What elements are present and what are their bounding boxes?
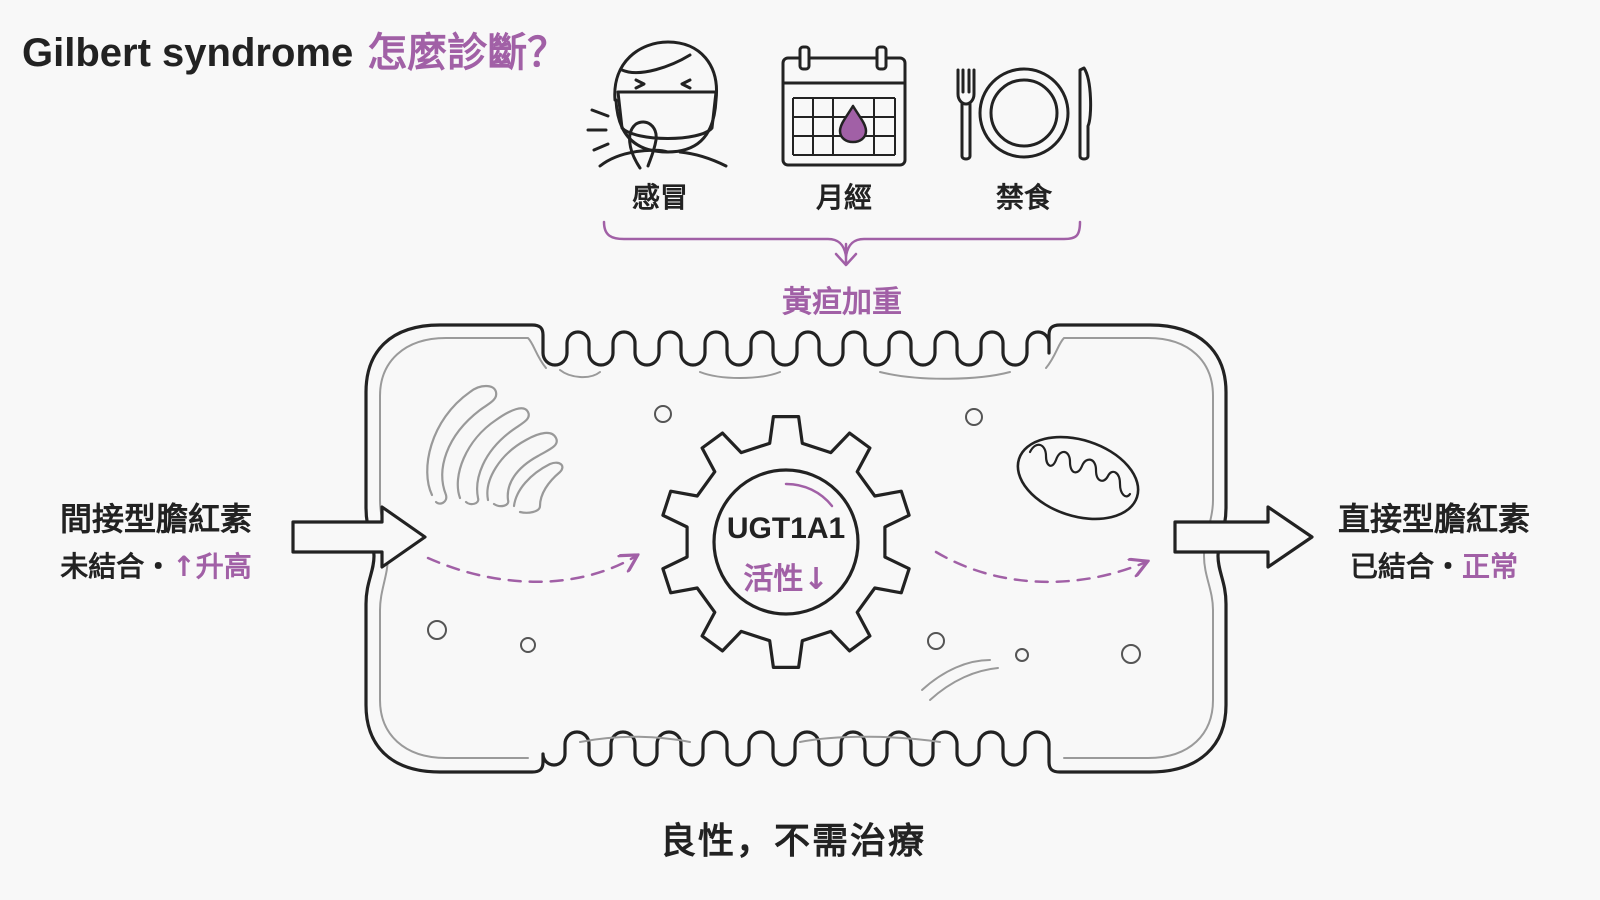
output-bilirubin-state: 已結合・ [1349,550,1462,583]
output-arrow-icon [1173,505,1314,569]
title-zh: 怎麼診斷？ [367,31,568,75]
ugt1a1-gear-icon [661,415,911,669]
conclusion-text: 良性，不需治療 [659,821,927,862]
input-bilirubin-status: 未結合・↑升高 [60,545,251,585]
input-bilirubin-name: 間接型膽紅素 [59,500,253,538]
input-bilirubin-trend: ↑升高 [172,550,252,583]
membrane-fragment [921,659,999,701]
input-arrow-icon [291,505,427,569]
vesicles [427,405,1141,664]
output-bilirubin-status: 已結合・正常 [1350,545,1518,585]
title-en: Gilbert syndrome [22,31,354,75]
trigger-label-menstruation: 月經 [815,181,873,214]
output-bilirubin-name: 直接型膽紅素 [1337,500,1531,538]
input-bilirubin-state: 未結合・ [60,550,173,583]
bilirubin-flow-arrows [426,550,1146,584]
trigger-result: 黃疸加重 [782,285,902,320]
enzyme-activity: 活性↓ [743,562,829,597]
triggers-bracket [602,220,1082,267]
calendar-drop-icon [781,45,907,167]
endoplasmic-reticulum-icon [426,384,564,514]
output-bilirubin-trend: 正常 [1462,550,1519,583]
mitochondrion-icon [1016,435,1140,521]
sick-person-mask-icon [586,40,728,170]
plate-fork-knife-icon [956,66,1093,161]
page-title: Gilbert syndrome 怎麼診斷？ [22,20,567,78]
enzyme-name: UGT1A1 [726,512,846,545]
trigger-label-cold: 感冒 [631,181,689,214]
trigger-label-fasting: 禁食 [995,181,1053,214]
